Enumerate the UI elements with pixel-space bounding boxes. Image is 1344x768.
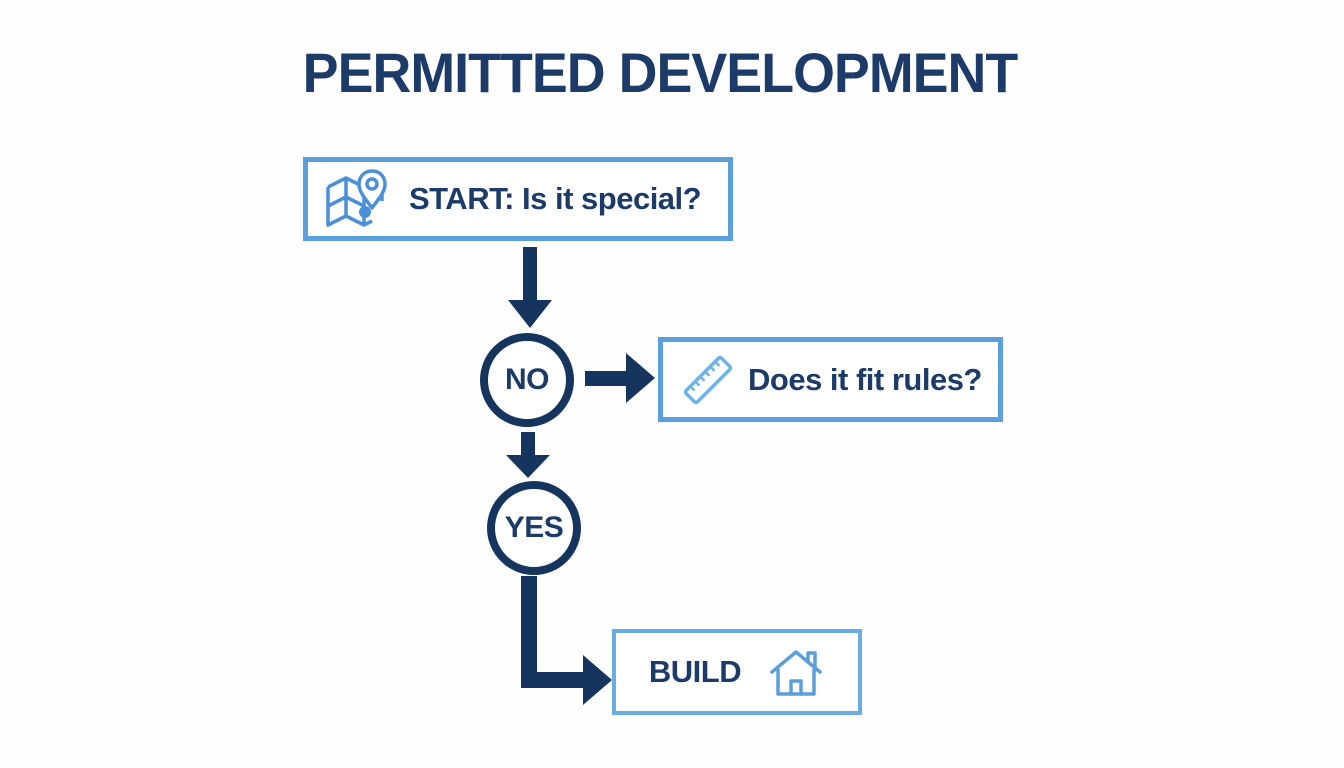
node-start-label: START: Is it special? xyxy=(409,181,702,216)
arrow-shaft-vertical xyxy=(521,576,537,688)
arrow-shaft xyxy=(521,432,535,456)
house-icon xyxy=(767,644,825,700)
arrow-head xyxy=(508,300,552,328)
arrow-head xyxy=(583,655,612,705)
node-no-label: NO xyxy=(505,363,550,396)
arrow-head xyxy=(506,455,550,478)
map-icon xyxy=(321,167,395,231)
node-no: NO xyxy=(480,333,574,427)
node-build: BUILD xyxy=(612,629,862,715)
page-title: PERMITTED DEVELOPMENT xyxy=(302,41,1019,104)
arrow-shaft xyxy=(585,371,627,386)
node-yes-label: YES xyxy=(504,511,564,544)
node-rules-label: Does it fit rules? xyxy=(748,361,982,397)
node-yes: YES xyxy=(487,481,581,575)
node-rules: Does it fit rules? xyxy=(658,337,1003,422)
node-start: START: Is it special? xyxy=(303,157,733,241)
arrow-shaft xyxy=(523,247,537,301)
arrow-shaft-horizontal xyxy=(521,672,584,688)
node-build-label: BUILD xyxy=(648,654,742,689)
arrow-head xyxy=(626,353,655,403)
ruler-icon xyxy=(680,352,736,408)
